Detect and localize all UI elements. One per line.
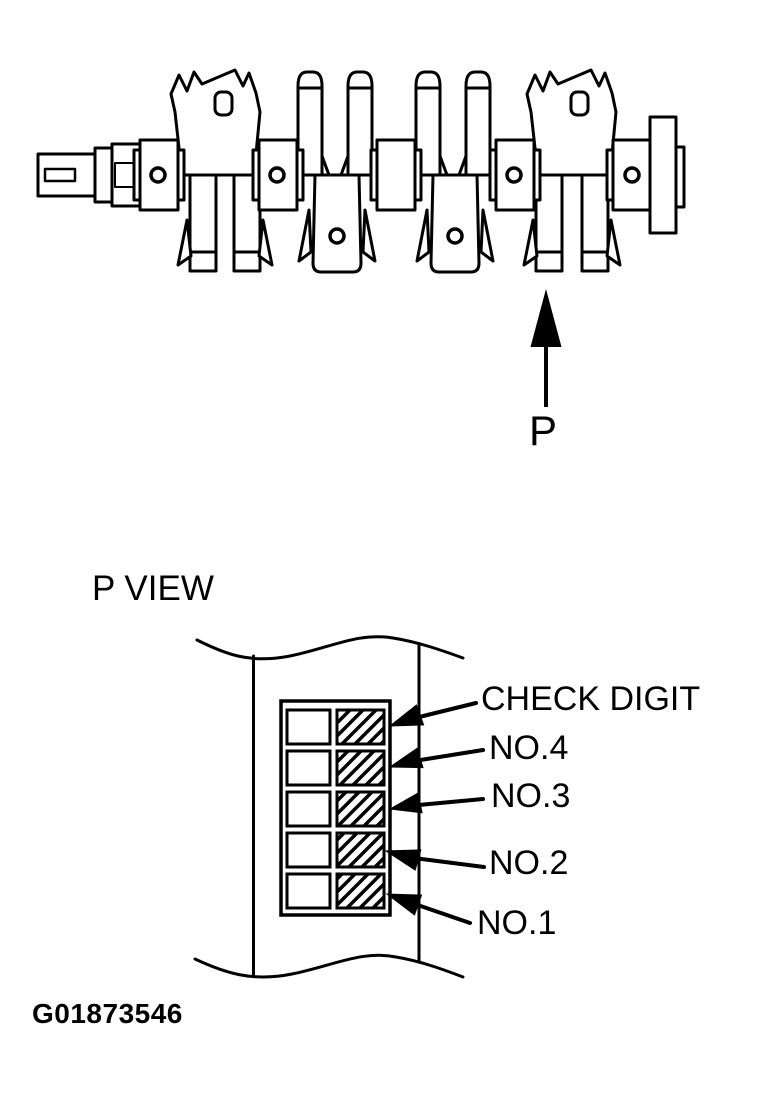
main-journal-2 (251, 138, 305, 212)
callout-arrows (384, 701, 486, 925)
callout-label-no4: NO.4 (489, 729, 569, 767)
p-pointer-label: P (529, 407, 558, 454)
crankshaft-snout (36, 142, 144, 208)
figure-id: G01873546 (32, 998, 183, 1029)
main-journal-3 (369, 138, 423, 212)
callout-arrow-no4 (388, 747, 485, 769)
callout-arrow-check-digit (388, 701, 478, 727)
stamp-grid (279, 699, 392, 917)
p-direction-arrow-icon (530, 289, 562, 407)
callout-label-no1: NO.1 (477, 904, 557, 942)
callout-arrow-no2 (384, 849, 486, 871)
p-view-detail-drawing (193, 635, 486, 979)
p-view-title: P VIEW (92, 569, 214, 608)
main-journal-4 (488, 138, 542, 212)
callout-label-no2: NO.2 (489, 844, 569, 882)
stamp-grid-hatched-cells (335, 708, 386, 910)
crank-web-1 (169, 68, 274, 273)
p-view-band (193, 635, 465, 979)
callout-arrow-no3 (388, 792, 485, 814)
callout-label-check-digit: CHECK DIGIT (481, 680, 701, 718)
main-journal-5 (605, 138, 653, 212)
stamp-grid-plain-cells (285, 708, 332, 910)
callout-label-no3: NO.3 (491, 777, 571, 815)
crankshaft-drawing (36, 68, 686, 274)
callout-arrow-no1 (385, 893, 472, 925)
crankshaft-flange (648, 115, 686, 235)
main-journal-1 (132, 138, 186, 212)
crank-web-2 (289, 70, 381, 274)
crank-web-3 (407, 70, 499, 274)
